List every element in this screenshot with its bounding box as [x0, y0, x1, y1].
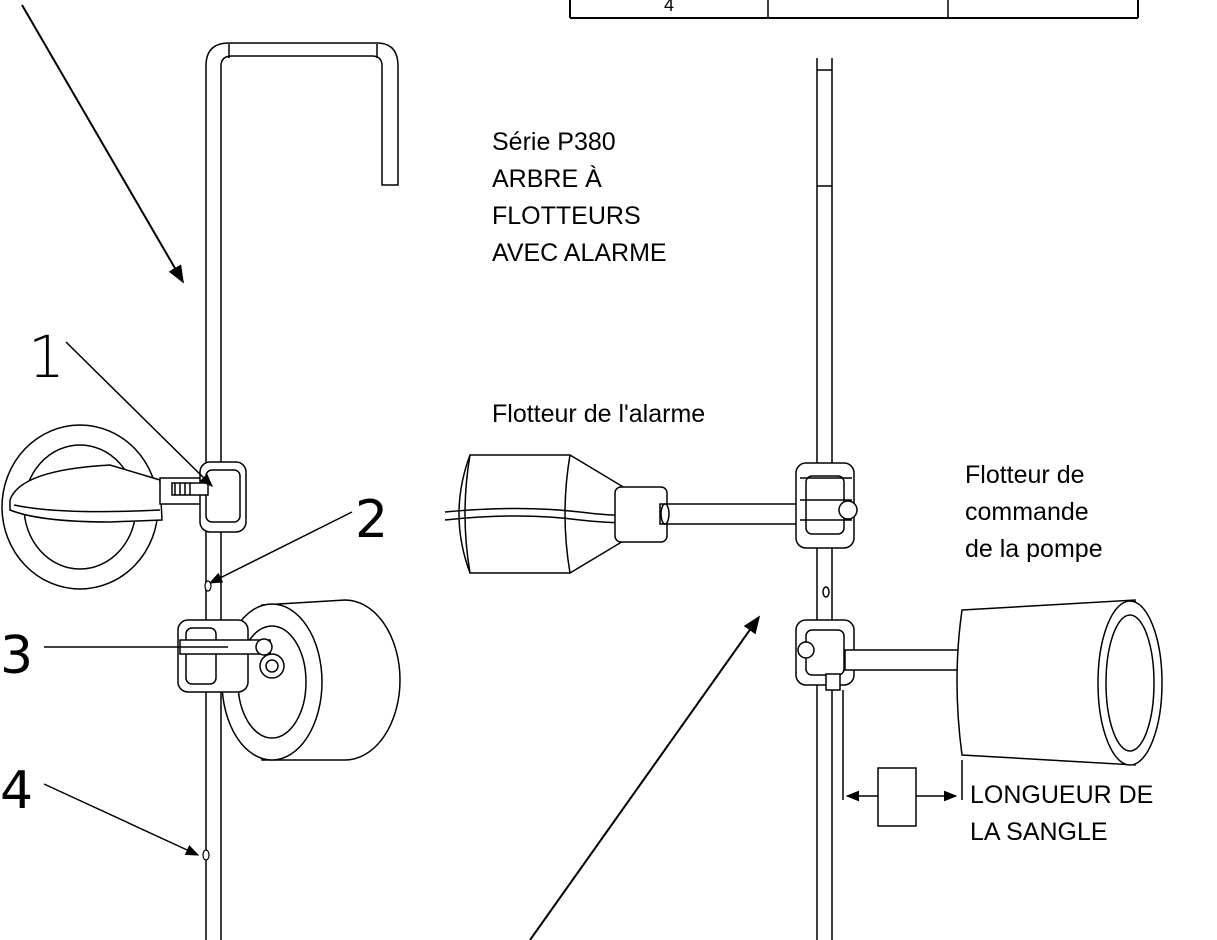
- pump-float-label-line-3: de la pompe: [965, 535, 1103, 563]
- left-alarm-float: [1, 424, 211, 590]
- pump-float-label-line-2: commande: [965, 498, 1089, 526]
- callout-1: 1: [28, 323, 65, 391]
- leader-arrow-bottom: [529, 615, 761, 940]
- callout-2-leader: [208, 511, 353, 584]
- callout-4-leader: [43, 783, 200, 856]
- title-line-2: ARBRE À: [492, 164, 602, 193]
- diagram-title: Série P380 ARBRE À FLOTTEURS AVEC ALARME: [492, 128, 667, 267]
- right-upper-clamp: [795, 462, 858, 549]
- right-lower-clamp: [795, 619, 855, 691]
- title-line-1: Série P380: [492, 128, 616, 156]
- title-line-4: AVEC ALARME: [492, 239, 667, 267]
- table-row-number: 4: [664, 0, 674, 15]
- alarm-float-label: Flotteur de l'alarme: [492, 400, 705, 428]
- leader-arrow-top-left: [21, 4, 184, 284]
- callout-1-leader: [65, 341, 213, 487]
- pump-float-label-line-1: Flotteur de: [965, 461, 1085, 489]
- right-pump-float: [844, 599, 1163, 766]
- strap-length-label-line-1: LONGUEUR DE: [970, 781, 1153, 809]
- title-line-3: FLOTTEURS: [492, 202, 641, 230]
- pole-hole-upper: [204, 580, 212, 592]
- pole-hole-lower: [202, 849, 210, 861]
- callouts: 1 2 3 4: [0, 323, 388, 856]
- right-alarm-float: [444, 454, 801, 574]
- left-pole-assembly: [205, 42, 399, 940]
- parts-table: 4: [569, 0, 1139, 19]
- callout-3: 3: [0, 626, 33, 686]
- callout-2: 2: [355, 490, 388, 550]
- strap-length-label-line-2: LA SANGLE: [970, 818, 1108, 846]
- strap-length-dimension: [842, 690, 963, 827]
- callout-4: 4: [0, 761, 33, 821]
